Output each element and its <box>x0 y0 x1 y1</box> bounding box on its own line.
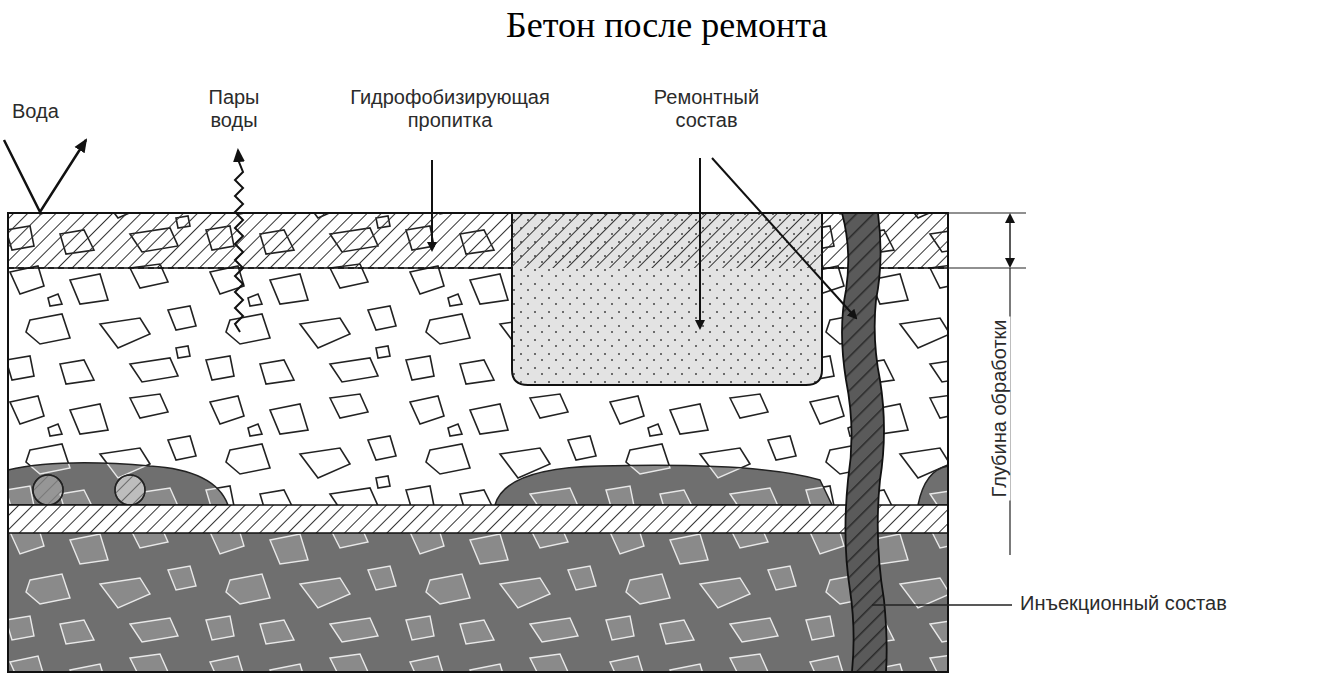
callout-label: Инъекционный состав <box>1020 592 1227 615</box>
injected-crack <box>842 213 887 672</box>
callout-label: Ремонтный состав <box>639 86 774 132</box>
rebar-section <box>33 475 63 505</box>
concrete-body <box>8 213 948 672</box>
leader-line <box>712 158 856 318</box>
callout-label: Гидрофобизирующая пропитка <box>325 86 575 132</box>
dimension-arrow <box>1009 215 1011 240</box>
leader-line <box>699 158 701 328</box>
corrosion-zone <box>918 466 948 505</box>
impregnated-layer <box>8 213 948 268</box>
diagram-title: Бетон после ремонта <box>506 4 827 46</box>
water-arrow <box>4 140 86 212</box>
dimension-line <box>948 267 1026 268</box>
callout-label: Вода <box>12 100 102 123</box>
dimension-line <box>948 212 1026 213</box>
callout-label: Пары воды <box>198 86 270 132</box>
rebar-section <box>33 475 63 505</box>
vapour-arrow <box>235 150 243 332</box>
corrosion-zone <box>8 463 228 505</box>
carbonated-zone <box>8 533 948 672</box>
leader-line <box>872 604 1012 606</box>
rebar-section <box>115 475 145 505</box>
callout-label: Глубина обработки <box>988 317 1011 501</box>
repair-patch-impregnation <box>512 213 822 268</box>
dimension-arrow <box>1009 240 1011 266</box>
concrete-outline <box>8 213 948 672</box>
leader-line <box>431 160 433 250</box>
rebar-band <box>8 505 948 533</box>
rebar-section <box>115 475 145 505</box>
corrosion-zone <box>495 465 832 505</box>
repair-patch <box>512 213 822 385</box>
rebar-band <box>8 505 948 533</box>
